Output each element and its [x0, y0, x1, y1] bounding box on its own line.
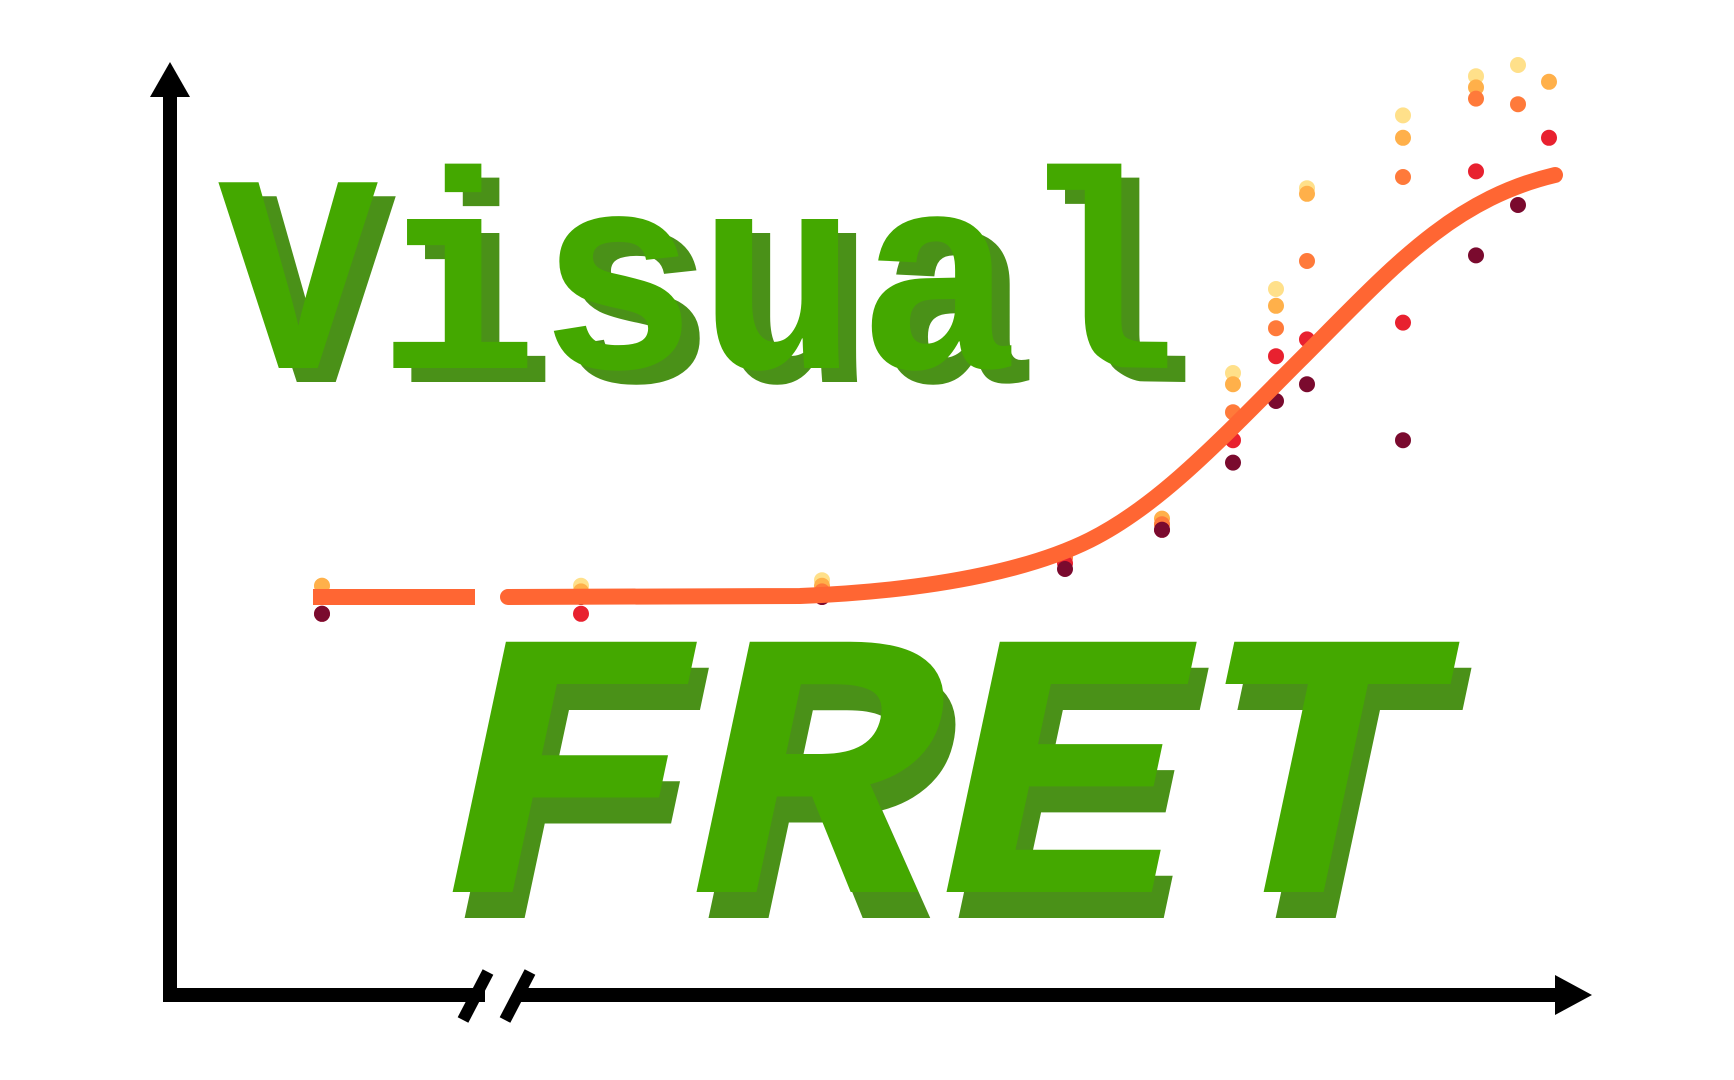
data-point [1225, 365, 1241, 381]
data-point [1541, 129, 1557, 146]
data-point [1268, 320, 1284, 337]
data-point [1268, 348, 1284, 365]
visual-text: Visual [218, 133, 1178, 453]
data-point [1510, 57, 1526, 73]
fit-curve [313, 167, 1563, 605]
data-point [1395, 169, 1411, 185]
data-point [1468, 79, 1484, 96]
data-point [573, 605, 589, 622]
fit-curve-sigmoid [500, 167, 1563, 605]
data-point [1510, 197, 1526, 213]
data-point [1395, 432, 1411, 449]
y-axis-arrowhead [150, 62, 190, 97]
axis-break-slash [499, 969, 536, 1023]
data-point [1468, 163, 1484, 180]
data-point [1299, 253, 1315, 269]
chart-axes [150, 62, 1592, 1023]
data-point [1225, 376, 1241, 393]
data-point [1268, 281, 1284, 297]
x-axis-break-marks [457, 969, 536, 1023]
data-point [1395, 129, 1411, 146]
data-point [1057, 561, 1073, 577]
data-point [1468, 247, 1484, 264]
data-point [314, 605, 330, 622]
data-point [1510, 96, 1526, 113]
data-point [1154, 521, 1170, 538]
fret-text: FRET [440, 577, 1463, 1007]
data-point [1299, 376, 1315, 393]
data-point [1268, 297, 1284, 314]
logo-word-fret: FRET FRET [440, 577, 1475, 1033]
data-point [1395, 314, 1411, 331]
data-point [1395, 107, 1411, 124]
visual-text-shadow: Visual [236, 147, 1196, 467]
data-point [1225, 454, 1241, 471]
logo-word-visual: Visual Visual [218, 133, 1196, 467]
data-point [1299, 185, 1315, 202]
data-point [1541, 73, 1557, 90]
axis-break-slash [457, 969, 494, 1023]
data-point [1468, 90, 1484, 107]
fret-text-shadow: FRET [452, 603, 1475, 1033]
x-axis-arrowhead [1555, 975, 1592, 1015]
data-point [1468, 68, 1484, 85]
